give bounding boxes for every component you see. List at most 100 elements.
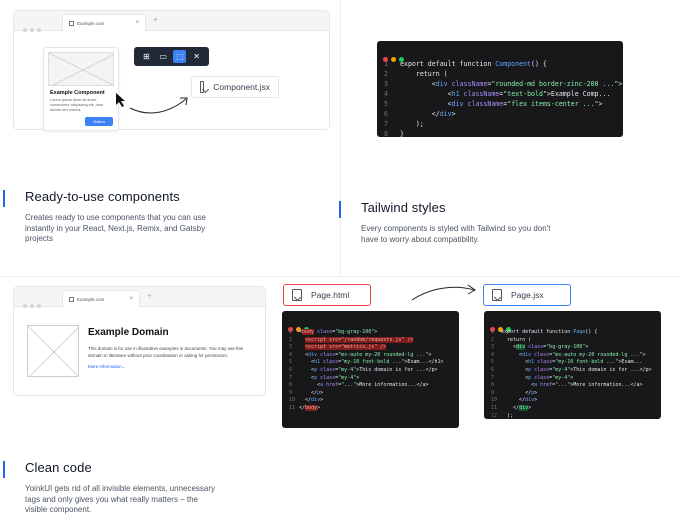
line-number: 7 (491, 374, 495, 381)
code-line: 11</body> (289, 404, 459, 413)
code-token: >More information...</a> (356, 382, 429, 389)
code-line: 1<body class="bg-gray-100"> (289, 329, 459, 337)
code-line: 12 ); (491, 413, 661, 419)
code-token: "my-4" (552, 374, 571, 381)
card-desc-line: Lorem ipsum dolor sit amet, (50, 98, 97, 102)
code-token: </ (299, 397, 312, 404)
code-line: 4 <h1 className="text-bold">Example Comp… (384, 89, 623, 99)
code-line: 8 <a href="...">More information...</a> (289, 382, 459, 390)
line-number: 8 (491, 382, 495, 389)
code-token: p (317, 389, 321, 396)
file-name: Component.jsx (213, 82, 270, 92)
browser-tabbar: Example.com × + (14, 11, 329, 32)
feature-desc-line: have to worry about compatibility. (361, 234, 480, 244)
card-desc-line: consectetur adipiscing elit, nam (50, 103, 103, 107)
card-button[interactable]: Button (85, 117, 113, 126)
more-information-link[interactable]: More information... (88, 364, 126, 369)
new-tab-icon[interactable]: + (153, 15, 158, 24)
file-chip-component-jsx[interactable]: Component.jsx (191, 76, 279, 98)
window-dots (484, 311, 661, 332)
select-element-icon[interactable]: ⬚ (173, 50, 187, 63)
browser-tab[interactable]: Example.com × (62, 14, 146, 31)
favicon-icon (69, 296, 74, 302)
code-token: return ( (400, 70, 448, 78)
file-name: Page.html (311, 290, 350, 300)
code-token: class (320, 359, 339, 366)
code-line: 2 return ( (384, 69, 623, 79)
code-token: = (549, 374, 553, 381)
browser-mock-domain: Example.com × + (13, 286, 266, 396)
code-token: >More information...</a> (570, 382, 643, 389)
code-token: ); (400, 120, 424, 128)
code-token: > (356, 374, 360, 381)
window-dots (282, 311, 459, 332)
code-token: div (519, 404, 529, 411)
line-number: 11 (491, 404, 498, 411)
code-token: p (528, 374, 532, 381)
favicon-icon (69, 20, 74, 26)
line-number: 8 (384, 130, 388, 137)
file-chip-page-jsx[interactable]: Page.jsx (483, 284, 571, 306)
code-token: p (314, 366, 318, 373)
code-token: < (299, 359, 315, 366)
code-token: > (570, 374, 574, 381)
code-token: </ (501, 404, 520, 411)
feature-accent-bar (339, 201, 341, 218)
code-token: < (299, 374, 315, 381)
feature-description: Every components is styled with Tailwind… (361, 224, 659, 245)
browser-tab-label: Example.com (77, 20, 105, 26)
close-icon[interactable]: ✕ (193, 52, 200, 61)
line-number: 4 (384, 90, 388, 98)
tab-close-icon[interactable]: × (135, 20, 139, 26)
window-icon[interactable]: ▭ (159, 52, 167, 61)
code-token: body (305, 404, 318, 411)
feature-desc-line: projects (25, 234, 54, 243)
line-number: 5 (491, 359, 495, 366)
code-token: < (501, 382, 535, 389)
line-number: 6 (491, 366, 495, 373)
code-token: Component (495, 60, 532, 68)
feature-clean-code: Clean code YoinkUI gets rid of all invis… (3, 460, 323, 516)
tab-close-icon[interactable]: × (129, 296, 133, 302)
code-token: < (501, 344, 517, 351)
code-line: 6 <p class="my-4">This domain is for ...… (289, 367, 459, 375)
code-token: </ (400, 110, 440, 118)
line-number: 11 (289, 404, 296, 411)
code-token: class (317, 374, 336, 381)
code-token: class (534, 359, 553, 366)
feature-desc-line: instantly in your React, Next.js, Remix,… (25, 223, 206, 233)
code-token: < (299, 382, 321, 389)
code-token: >Exam...</h1> (404, 359, 444, 366)
code-token: "..." (341, 382, 357, 389)
line-number: 2 (384, 70, 388, 78)
browser-tab[interactable]: Example.com × (62, 290, 140, 307)
code-token: "mx-auto my-20 rounded-lg ..." (338, 351, 429, 358)
code-line: 5 <div className="flex items-center ..."… (384, 99, 623, 109)
code-token: >This domain is for ...</p> (570, 366, 652, 373)
code-token: = (503, 100, 508, 108)
code-token: = (338, 359, 342, 366)
code-line: 2 <script src="/random/requests.js" /> (289, 336, 459, 345)
feature-title: Clean code (25, 460, 92, 475)
code-token: "rounded-md border-zinc-200 ..." (491, 80, 619, 88)
line-number: 3 (491, 344, 495, 351)
code-token: "my-10 font-bold ..." (555, 359, 619, 366)
code-line: 5 <h1 class="my-10 font-bold ...">Exam..… (491, 359, 661, 367)
grid-icon[interactable]: ⊞ (143, 52, 150, 61)
code-line: 3 <div class="bg-gray-100"> (491, 344, 661, 352)
code-token: <script src="metrics.js" /> (305, 344, 387, 351)
line-number: 10 (491, 397, 498, 404)
code-token: = (549, 351, 553, 358)
new-tab-icon[interactable]: + (147, 291, 152, 300)
file-chip-page-html[interactable]: Page.html (283, 284, 371, 306)
arrow-head-icon (467, 284, 476, 295)
section-divider-horizontal (0, 276, 680, 277)
selection-toolbar: ⊞ ▭ ⬚ ✕ (134, 47, 209, 66)
code-token: "my-4" (338, 374, 357, 381)
code-token: () { (585, 329, 598, 335)
line-number: 6 (384, 110, 388, 118)
